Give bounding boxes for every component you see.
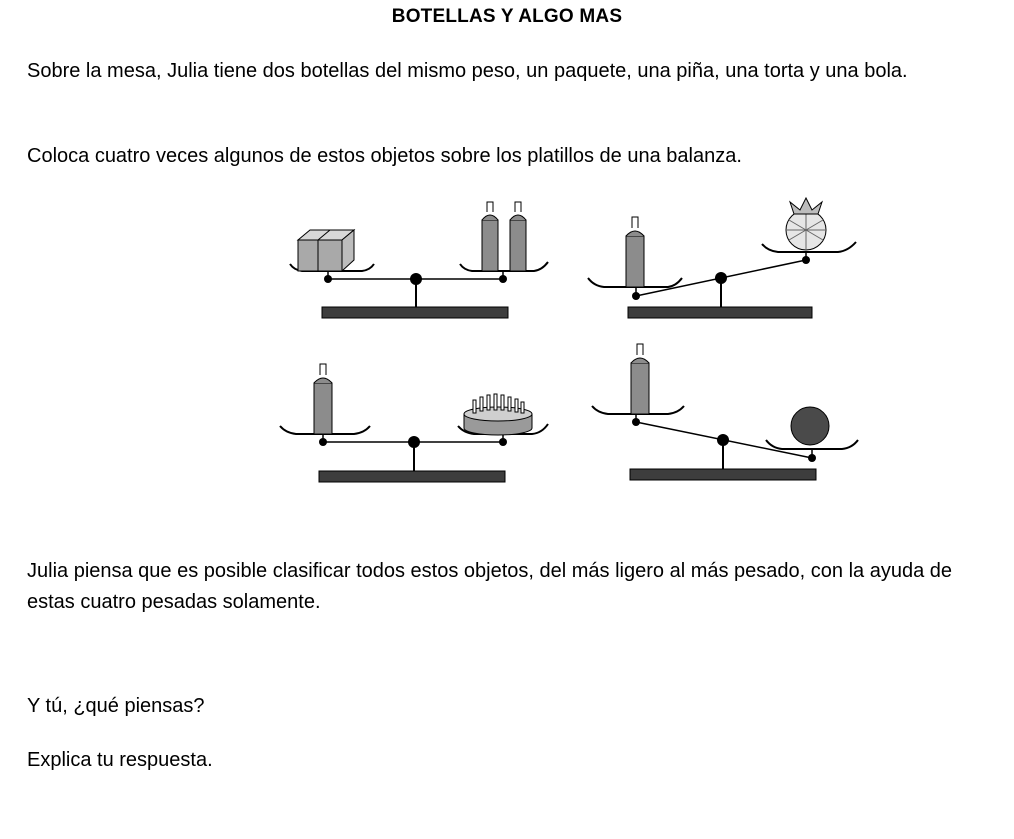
bottle-icon xyxy=(481,201,499,272)
balance-4 xyxy=(591,343,859,481)
balance-1-right-pan xyxy=(459,261,549,272)
balance-3 xyxy=(279,363,549,483)
cake-icon xyxy=(463,393,533,436)
package-icon xyxy=(296,228,356,273)
balances-figure xyxy=(270,190,870,490)
page-title: BOTELLAS Y ALGO MAS xyxy=(391,6,623,27)
bottle-icon xyxy=(509,201,527,272)
pineapple-icon xyxy=(785,196,827,251)
bottle-icon xyxy=(630,343,650,415)
ball-icon xyxy=(790,406,830,446)
balance-1-base xyxy=(321,306,509,319)
bottle-icon xyxy=(625,216,645,288)
balance-4-base xyxy=(629,468,817,481)
bottle-icon xyxy=(313,363,333,435)
intro-paragraph: Sobre la mesa, Julia tiene dos botellas … xyxy=(27,60,908,82)
claim-paragraph: Julia piensa que es posible clasificar t… xyxy=(27,560,952,613)
balance-2-right-pan xyxy=(761,241,857,253)
instruction-paragraph: Coloca cuatro veces algunos de estos obj… xyxy=(27,145,742,167)
question-paragraph: Y tú, ¿qué piensas? xyxy=(27,695,205,717)
balance-3-base xyxy=(318,470,506,483)
balance-1 xyxy=(289,201,549,319)
balance-4-right-pan xyxy=(765,439,859,450)
prompt-paragraph: Explica tu respuesta. xyxy=(27,749,213,771)
balance-2-base xyxy=(627,306,813,319)
balance-2 xyxy=(587,196,857,319)
